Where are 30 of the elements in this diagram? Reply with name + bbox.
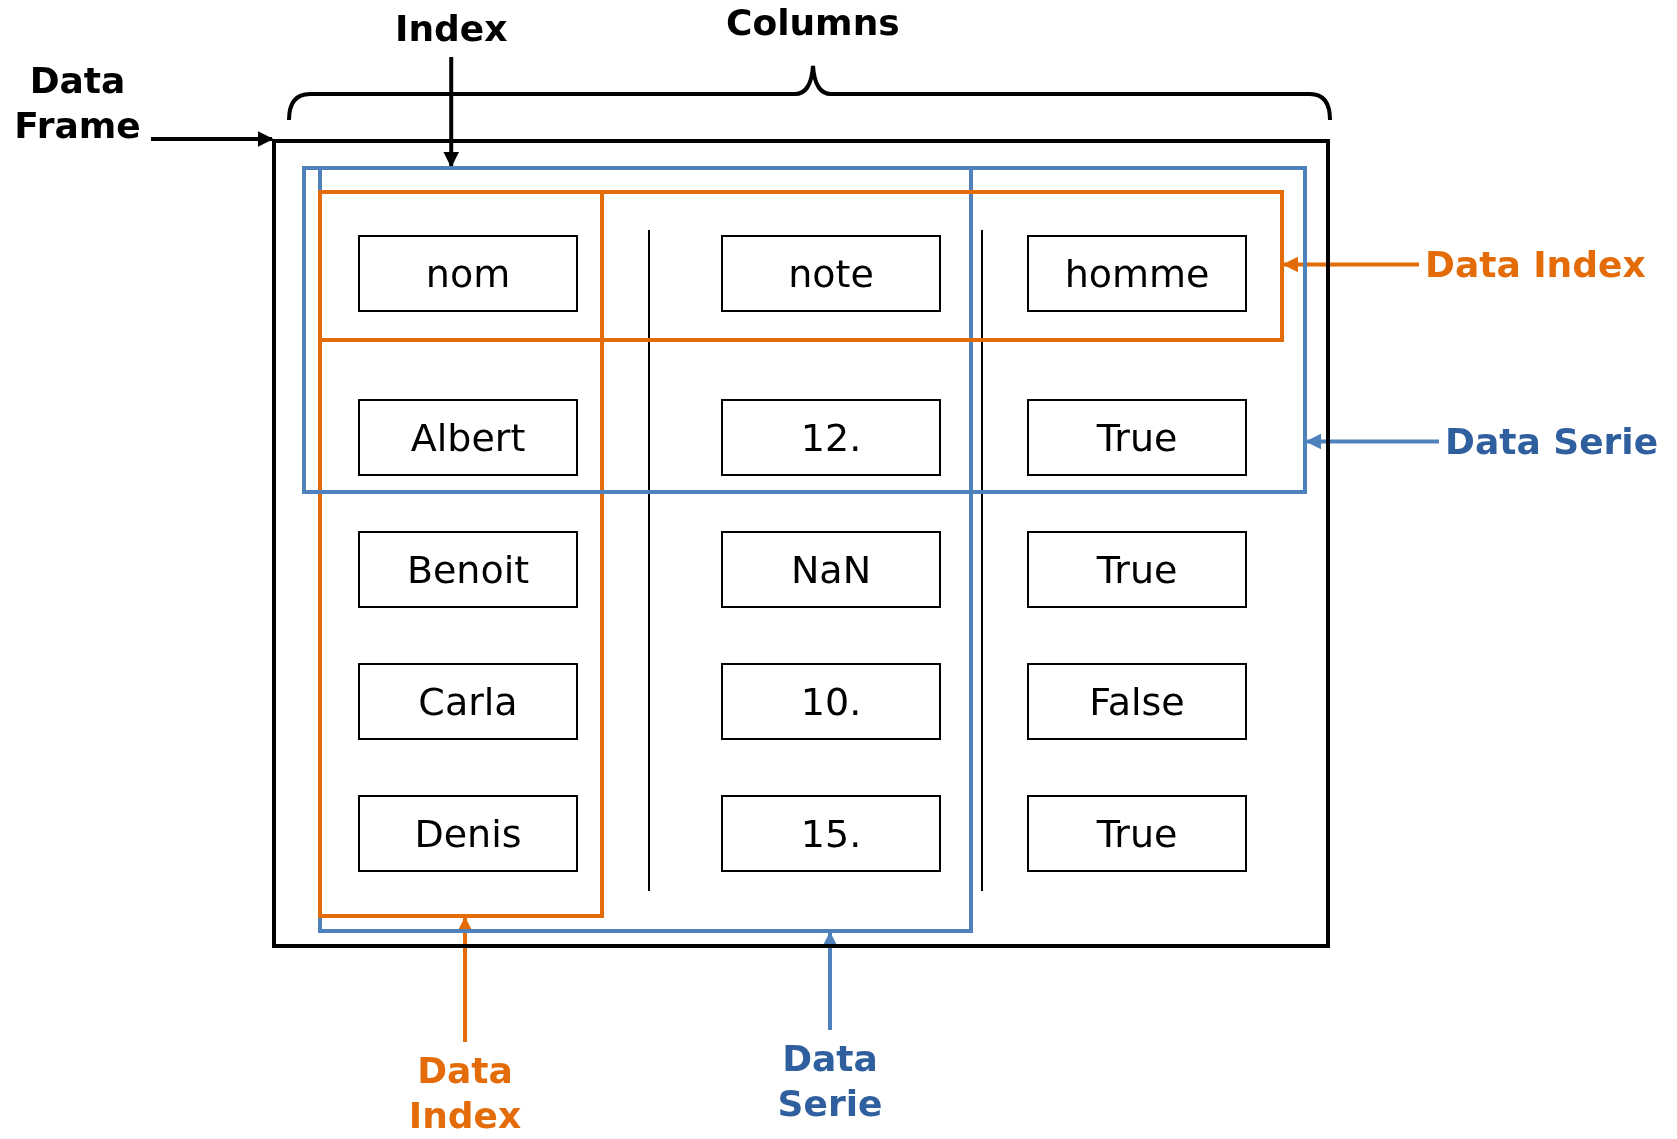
callout-label: Data Index <box>395 1048 535 1138</box>
arrow <box>151 131 274 147</box>
value-box: note <box>721 235 941 312</box>
value-box: 10. <box>721 663 941 740</box>
table-frame <box>272 139 1330 948</box>
callout-label: Data Frame <box>10 58 145 148</box>
callout-label: Data Serie <box>1445 419 1659 464</box>
value-box: Albert <box>358 399 578 476</box>
callout-label: Columns <box>726 1 900 45</box>
value-box: Carla <box>358 663 578 740</box>
callout-label: Data Serie <box>760 1036 900 1126</box>
value-box: True <box>1027 399 1247 476</box>
value-box: 15. <box>721 795 941 872</box>
arrow <box>1282 256 1419 273</box>
callout-label: Data Index <box>1425 242 1646 287</box>
arrow <box>822 931 838 1030</box>
arrow <box>457 916 473 1042</box>
value-box: Denis <box>358 795 578 872</box>
value-box: NaN <box>721 531 941 608</box>
value-box: True <box>1027 531 1247 608</box>
value-box: nom <box>358 235 578 312</box>
value-box: 12. <box>721 399 941 476</box>
arrow <box>443 57 460 168</box>
highlight-box <box>302 166 1307 494</box>
value-box: False <box>1027 663 1247 740</box>
value-box: homme <box>1027 235 1247 312</box>
callout-label: Index <box>395 6 508 51</box>
value-box: True <box>1027 795 1247 872</box>
arrow <box>1305 433 1439 450</box>
value-box: Benoit <box>358 531 578 608</box>
